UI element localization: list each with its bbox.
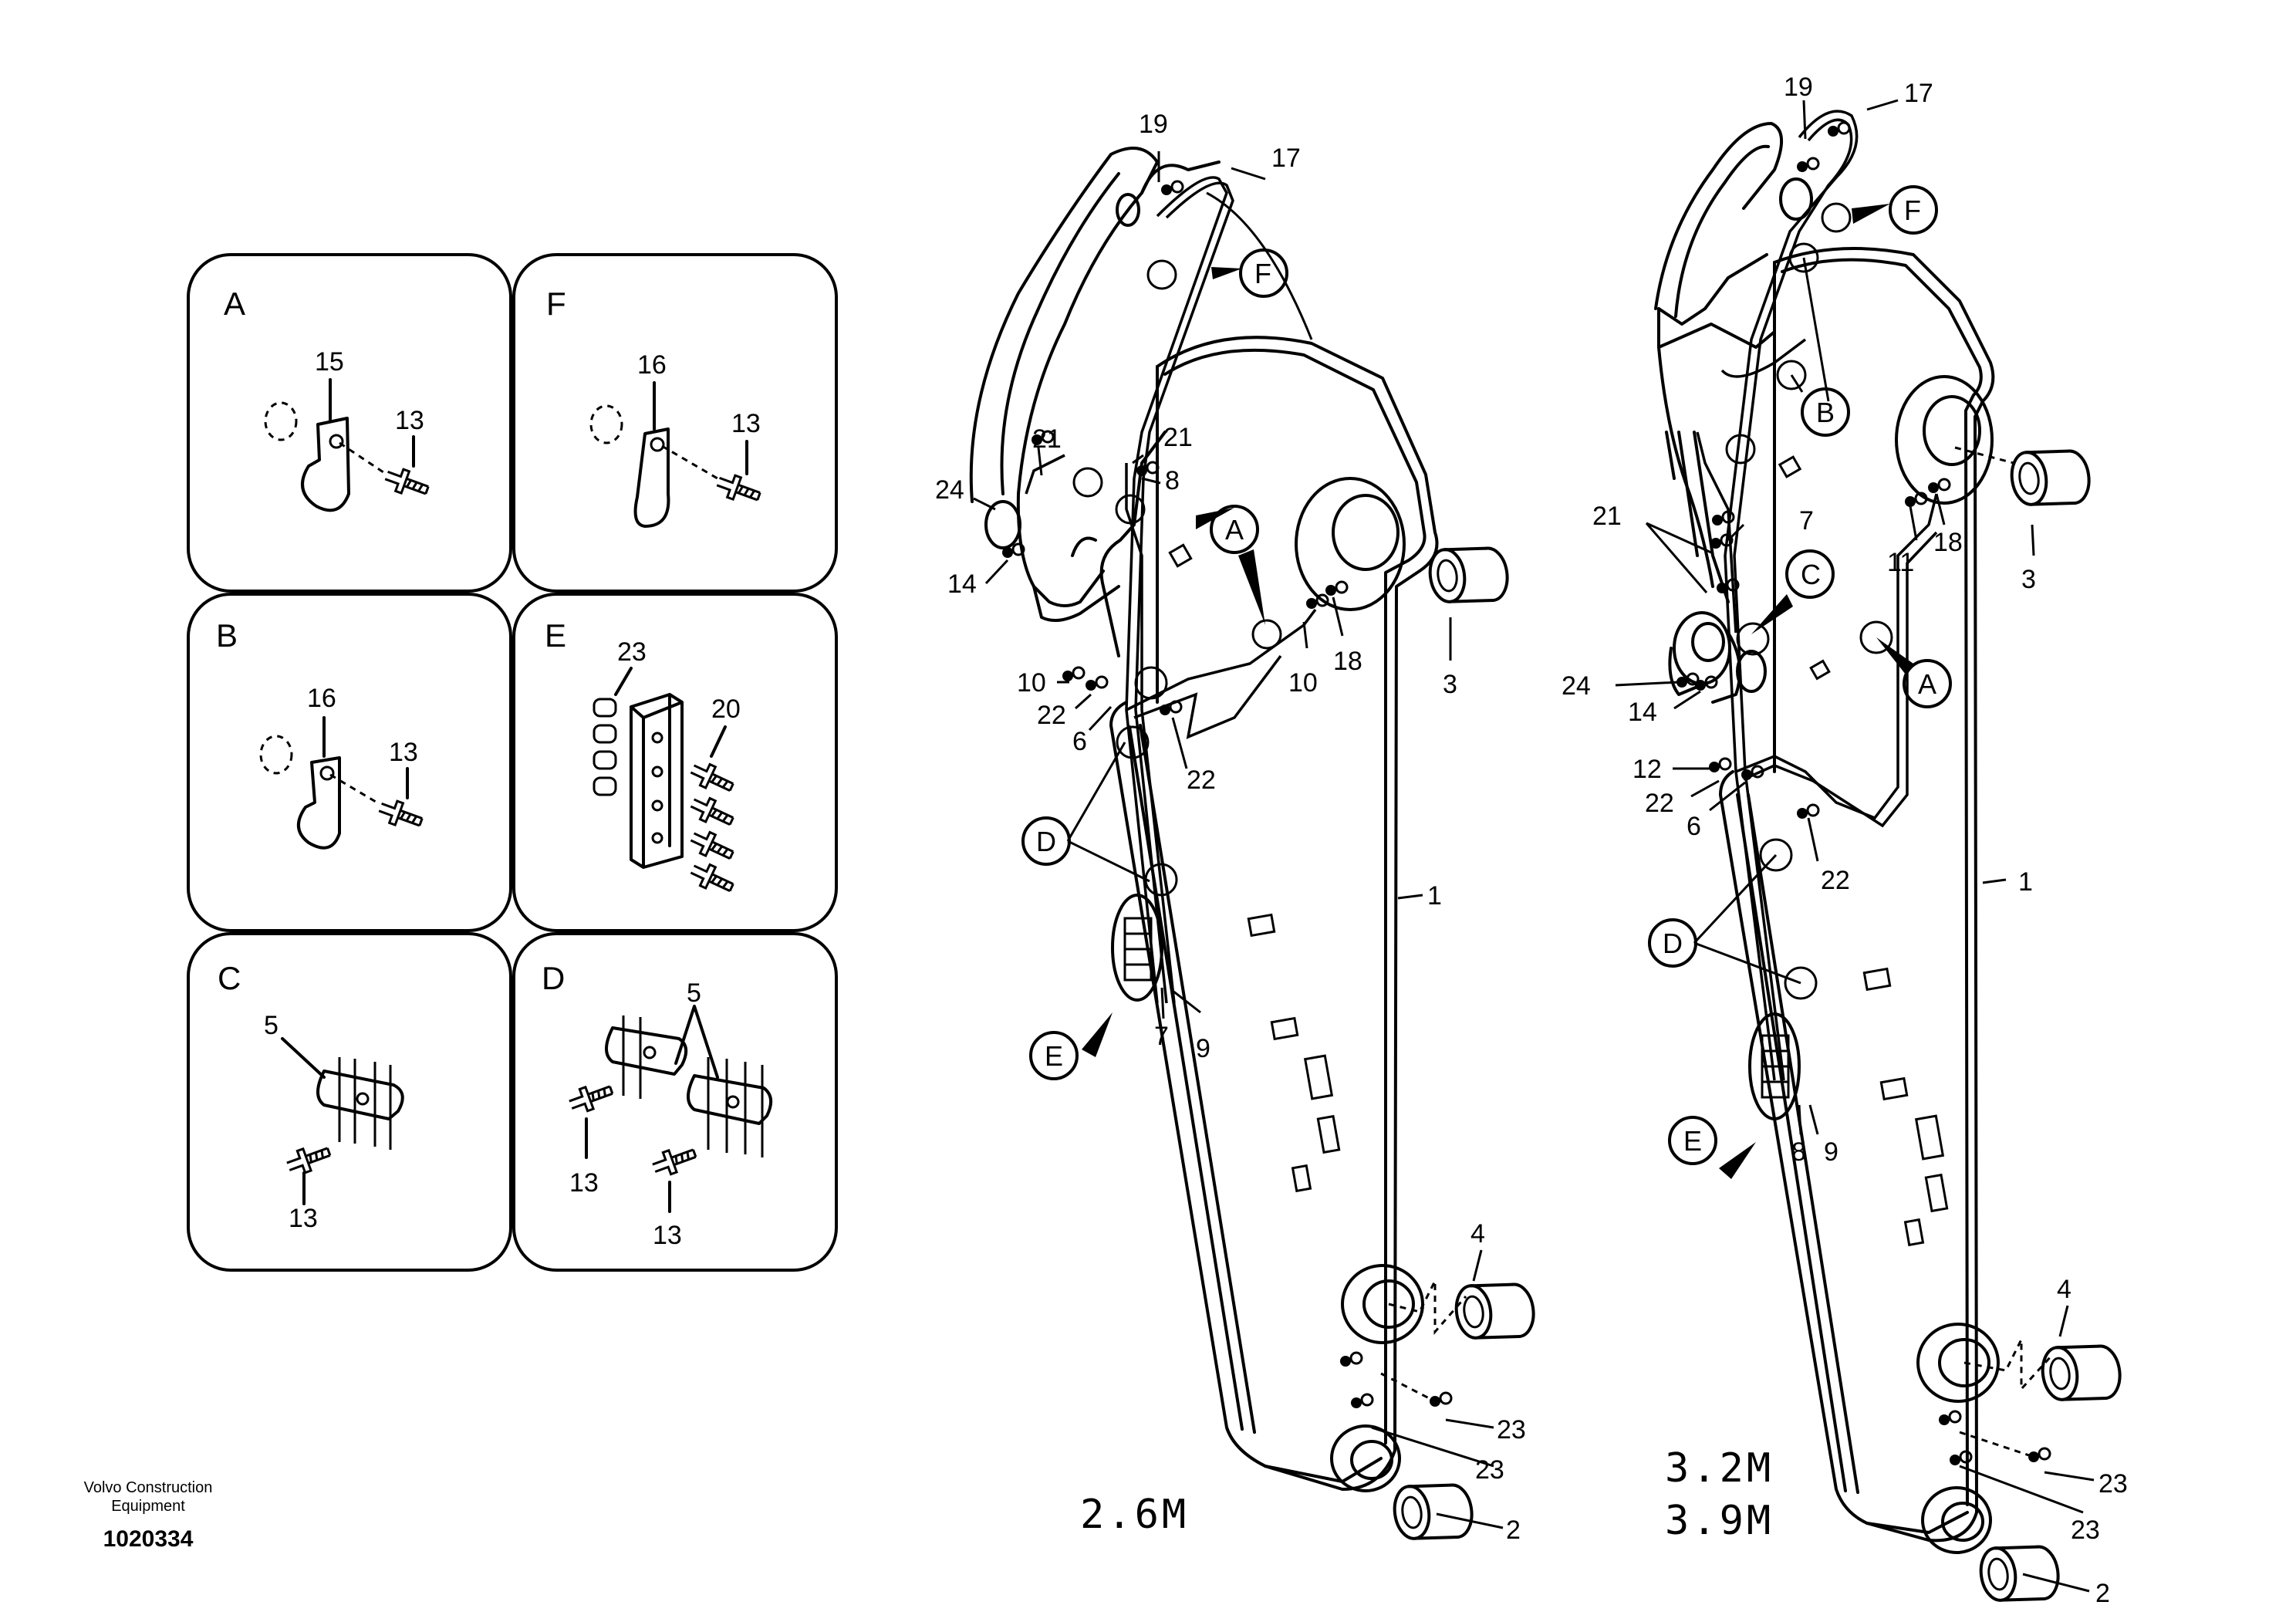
part-label-13: 13	[395, 406, 424, 435]
part-label-9: 9	[1196, 1034, 1210, 1063]
svg-text:C: C	[1801, 559, 1821, 590]
part-label-4: 4	[1470, 1219, 1485, 1249]
part-label-8: 8	[1165, 466, 1180, 495]
part-label-13: 13	[653, 1221, 682, 1250]
bolt-stack	[686, 757, 738, 900]
panel-letter-c: C	[218, 960, 241, 996]
brand-subtitle: Equipment	[111, 1498, 185, 1515]
svg-text:E: E	[1683, 1125, 1702, 1157]
boom-right-assembly: F B C A D E 19 17 3	[1562, 73, 2128, 1609]
part-label-9: 9	[1824, 1137, 1838, 1167]
part-label-13: 13	[731, 409, 761, 438]
callout-c-right	[1785, 549, 1835, 599]
part-label-14: 14	[947, 569, 977, 599]
part-label-10: 10	[1288, 668, 1318, 698]
svg-text:D: D	[1663, 928, 1683, 959]
panel-letter-a: A	[224, 286, 245, 322]
part-label-8: 8	[1791, 1137, 1806, 1167]
part-label-24: 24	[935, 475, 964, 505]
svg-text:B: B	[1816, 397, 1835, 428]
part-label-13: 13	[389, 738, 418, 767]
part-label-13: 13	[289, 1204, 318, 1233]
nut-stack	[593, 698, 617, 796]
part-label-22: 22	[1187, 765, 1216, 795]
part-label-23: 23	[2071, 1516, 2100, 1545]
callout-a-right	[1903, 659, 1952, 708]
part-label-10: 10	[1017, 668, 1046, 698]
detail-panel-a: A 15 13	[187, 253, 512, 593]
svg-text:E: E	[1045, 1040, 1063, 1072]
part-label-6: 6	[1072, 727, 1087, 756]
callout-e-right	[1668, 1116, 1717, 1165]
part-label-21: 21	[1163, 423, 1193, 452]
detail-panel-f: F 16 13	[512, 253, 838, 593]
svg-text:A: A	[1918, 668, 1936, 700]
panel-letter-d: D	[542, 960, 565, 996]
brand-name: Volvo Construction	[84, 1479, 213, 1496]
svg-text:F: F	[1254, 258, 1271, 289]
part-label-13: 13	[569, 1168, 599, 1198]
part-label-16: 16	[307, 684, 336, 713]
part-label-4: 4	[2057, 1275, 2071, 1304]
callout-e-left	[1029, 1031, 1079, 1080]
part-label-23: 23	[1497, 1415, 1526, 1445]
part-label-17: 17	[1904, 79, 1933, 108]
brand-block: Volvo Construction Equipment 1020334	[84, 1479, 213, 1552]
part-label-14: 14	[1628, 698, 1657, 727]
part-label-1: 1	[2018, 867, 2033, 897]
part-label-21: 21	[1592, 502, 1622, 531]
part-label-20: 20	[711, 694, 741, 724]
callout-f-right	[1889, 185, 1938, 235]
part-label-7: 7	[1799, 506, 1814, 536]
part-label-5: 5	[264, 1011, 279, 1040]
panel-letter-e: E	[545, 617, 566, 654]
part-label-6: 6	[1687, 812, 1701, 841]
variant-label-3-9m: 3.9M	[1665, 1498, 1774, 1544]
part-label-17: 17	[1271, 144, 1301, 173]
part-label-18: 18	[1933, 528, 1963, 557]
part-label-16: 16	[637, 350, 667, 380]
part-label-19: 19	[1139, 110, 1168, 139]
svg-text:D: D	[1036, 826, 1056, 857]
part-label-23: 23	[617, 637, 647, 667]
part-label-22: 22	[1037, 701, 1066, 730]
part-label-22: 22	[1821, 866, 1850, 895]
svg-text:F: F	[1904, 194, 1921, 226]
callout-a-left	[1210, 505, 1259, 554]
part-label-21: 21	[1032, 424, 1062, 454]
svg-text:A: A	[1225, 514, 1244, 546]
part-label-18: 18	[1333, 647, 1362, 676]
variant-label-2-6m: 2.6M	[1080, 1492, 1189, 1538]
part-label-11: 11	[1887, 548, 1914, 577]
drawing-number: 1020334	[103, 1526, 194, 1552]
part-label-7: 7	[1154, 1022, 1169, 1051]
detail-panel-c: C 5 13	[187, 932, 512, 1272]
panel-letter-f: F	[546, 286, 566, 322]
detail-panel-d: D 5 13 13	[512, 932, 838, 1272]
part-label-19: 19	[1784, 73, 1813, 102]
variant-label-3-2m: 3.2M	[1665, 1445, 1774, 1492]
part-label-23: 23	[1475, 1455, 1504, 1485]
part-label-12: 12	[1633, 755, 1662, 784]
part-label-2: 2	[2095, 1579, 2110, 1608]
part-label-1: 1	[1427, 881, 1442, 911]
boom-left-assembly: F A D E 19 17 21 21 8 24	[935, 110, 1538, 1547]
part-label-24: 24	[1562, 671, 1591, 701]
part-label-15: 15	[315, 347, 344, 377]
part-label-5: 5	[687, 978, 701, 1008]
callout-f-left	[1239, 248, 1288, 298]
part-label-2: 2	[1506, 1516, 1521, 1545]
detail-panel-e: E 23 20	[512, 593, 838, 932]
panel-letter-b: B	[216, 617, 238, 654]
part-label-22: 22	[1645, 789, 1674, 818]
part-label-23: 23	[2098, 1469, 2128, 1499]
part-label-3: 3	[2021, 565, 2036, 594]
detail-panel-b: B 16 13	[187, 593, 512, 932]
part-label-3: 3	[1443, 670, 1457, 699]
